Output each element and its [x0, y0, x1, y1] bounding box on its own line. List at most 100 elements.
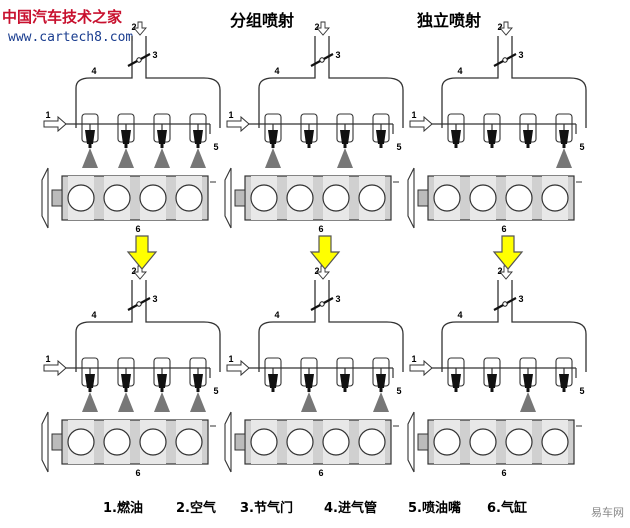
- injector-nozzle: [526, 144, 530, 148]
- cylinder: [358, 184, 386, 212]
- cylinder: [250, 428, 278, 456]
- part-label-cylinder: 6: [135, 224, 140, 234]
- air-inlet-arrow: [316, 21, 330, 36]
- injector-nozzle: [343, 144, 347, 148]
- flywheel: [224, 411, 232, 473]
- cylinder: [358, 428, 386, 456]
- part-label-injector: 5: [213, 386, 218, 396]
- part-label-throttle: 3: [518, 50, 523, 60]
- air-inlet-arrow: [133, 21, 147, 36]
- injector: [85, 374, 95, 388]
- injector-nozzle: [196, 144, 200, 148]
- injector-nozzle: [454, 388, 458, 392]
- part-label-cylinder: 6: [135, 468, 140, 478]
- part-label-injector: 5: [396, 386, 401, 396]
- legend-item-throttle: 3.节气门: [240, 501, 293, 516]
- part-label-intake-manifold: 4: [274, 66, 279, 76]
- crank-nose: [51, 433, 63, 451]
- injector: [376, 130, 386, 144]
- cylinder: [139, 184, 167, 212]
- watermark-site-name: 中国汽车技术之家: [2, 8, 123, 26]
- part-label-fuel: 1: [411, 110, 416, 120]
- crank-nose: [417, 189, 429, 207]
- fuel-spray: [190, 392, 206, 412]
- throttle-shaft: [319, 57, 325, 63]
- part-label-air: 2: [314, 22, 319, 32]
- cylinder: [541, 184, 569, 212]
- cylinder: [505, 184, 533, 212]
- legend-item-injector: 5.喷油嘴: [408, 501, 461, 516]
- cylinder: [322, 184, 350, 212]
- fuel-inlet-arrow: [409, 115, 433, 133]
- legend-item-air: 2.空气: [176, 501, 216, 516]
- flywheel: [41, 411, 49, 473]
- part-label-intake-manifold: 4: [274, 310, 279, 320]
- part-label-air: 2: [131, 22, 136, 32]
- fuel-spray: [118, 392, 134, 412]
- flywheel: [407, 167, 415, 229]
- cylinder: [505, 428, 533, 456]
- fuel-spray: [82, 392, 98, 412]
- injector: [523, 374, 533, 388]
- injector: [376, 374, 386, 388]
- cylinder: [250, 184, 278, 212]
- injector-nozzle: [562, 388, 566, 392]
- injector-nozzle: [379, 388, 383, 392]
- fuel-spray: [520, 392, 536, 412]
- injector: [193, 374, 203, 388]
- throttle-shaft: [502, 57, 508, 63]
- injector-nozzle: [88, 144, 92, 148]
- intake-manifold-outline: [258, 36, 404, 128]
- injector: [487, 130, 497, 144]
- air-inlet-arrow: [499, 21, 513, 36]
- fuel-inlet-arrow: [226, 359, 250, 377]
- injector: [157, 130, 167, 144]
- crank-nose: [234, 433, 246, 451]
- injector-nozzle: [271, 388, 275, 392]
- fuel-spray: [556, 148, 572, 168]
- part-label-throttle: 3: [152, 50, 157, 60]
- intake-manifold-outline: [75, 280, 221, 372]
- part-label-fuel: 1: [45, 110, 50, 120]
- cylinder: [67, 428, 95, 456]
- flywheel: [407, 411, 415, 473]
- injector: [340, 374, 350, 388]
- crank-nose: [51, 189, 63, 207]
- fuel-spray: [154, 392, 170, 412]
- fuel-spray: [118, 148, 134, 168]
- injector: [559, 374, 569, 388]
- injector-nozzle: [379, 144, 383, 148]
- cylinder: [67, 184, 95, 212]
- injector-nozzle: [343, 388, 347, 392]
- fuel-spray: [82, 148, 98, 168]
- part-label-throttle: 3: [335, 294, 340, 304]
- injector: [487, 374, 497, 388]
- part-label-throttle: 3: [518, 294, 523, 304]
- part-label-fuel: 1: [228, 354, 233, 364]
- part-label-cylinder: 6: [318, 224, 323, 234]
- injector-nozzle: [490, 388, 494, 392]
- cylinder: [103, 428, 131, 456]
- injector-nozzle: [454, 144, 458, 148]
- injector: [451, 130, 461, 144]
- part-label-injector: 5: [579, 386, 584, 396]
- intake-manifold-outline: [441, 36, 587, 128]
- injector-nozzle: [160, 144, 164, 148]
- crank-nose: [234, 189, 246, 207]
- fuel-spray: [301, 392, 317, 412]
- injector: [85, 130, 95, 144]
- throttle-shaft: [136, 57, 142, 63]
- cylinder: [469, 184, 497, 212]
- fuel-spray: [265, 148, 281, 168]
- cylinder: [139, 428, 167, 456]
- flywheel: [224, 167, 232, 229]
- cylinder: [175, 184, 203, 212]
- part-label-fuel: 1: [411, 354, 416, 364]
- injector-nozzle: [307, 388, 311, 392]
- injector-nozzle: [124, 144, 128, 148]
